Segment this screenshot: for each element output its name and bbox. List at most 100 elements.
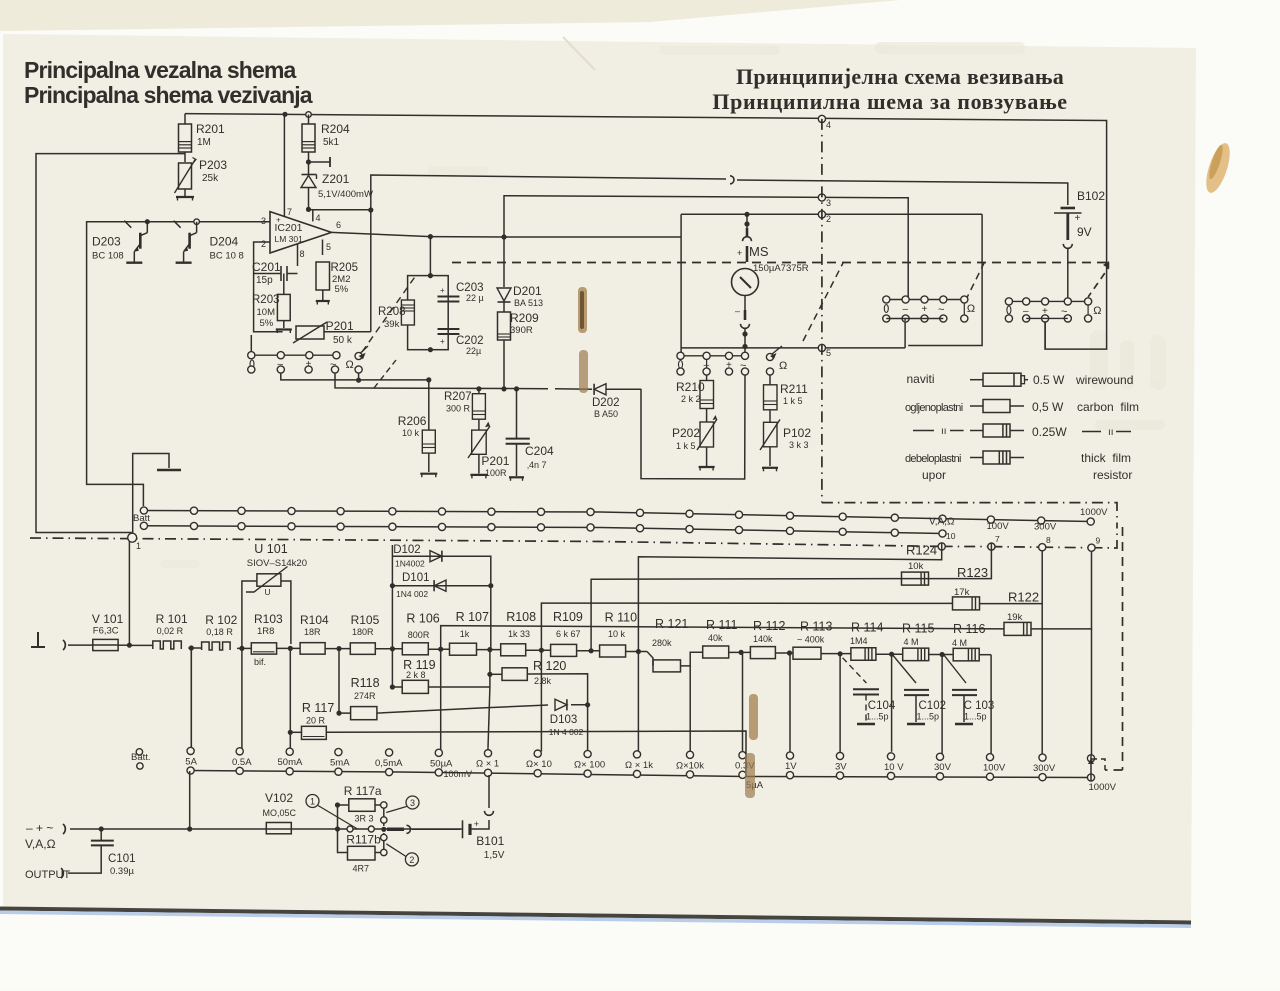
svg-text:Batt: Batt: [133, 513, 150, 524]
svg-text:10k: 10k: [908, 561, 924, 572]
svg-text:thick film: thick film: [1081, 451, 1131, 465]
svg-text:Ω× 100: Ω× 100: [574, 759, 605, 770]
svg-text:30V: 30V: [934, 762, 952, 773]
svg-text:F6,3C: F6,3C: [93, 626, 119, 637]
svg-text:1M4: 1M4: [850, 636, 868, 646]
svg-text:+: +: [726, 360, 732, 371]
svg-text:bif.: bif.: [254, 657, 266, 667]
svg-text:1k: 1k: [460, 629, 470, 639]
svg-text:0,5 W: 0,5 W: [1032, 400, 1064, 414]
svg-text:carbon film: carbon film: [1077, 400, 1139, 414]
svg-text:R211: R211: [780, 382, 808, 396]
svg-text:100V: 100V: [987, 521, 1010, 532]
svg-text:R 113: R 113: [800, 620, 832, 634]
svg-text:R 107: R 107: [456, 610, 489, 624]
svg-text:22 µ: 22 µ: [466, 293, 484, 303]
svg-text:P202: P202: [672, 426, 700, 440]
svg-text:LM 301: LM 301: [275, 234, 304, 244]
svg-text:18R: 18R: [304, 627, 321, 637]
svg-text:50mA: 50mA: [278, 757, 303, 768]
svg-text:– + ~: – + ~: [26, 821, 53, 835]
svg-text:BA 513: BA 513: [514, 298, 543, 308]
svg-text:+: +: [1042, 306, 1048, 317]
svg-text:R 111: R 111: [706, 618, 738, 632]
svg-text:P201: P201: [481, 454, 509, 468]
svg-text:1000V: 1000V: [1089, 782, 1117, 793]
svg-text:19k: 19k: [1007, 612, 1023, 623]
svg-text:+: +: [922, 304, 928, 315]
svg-text:R 121: R 121: [655, 617, 688, 631]
svg-text:C204: C204: [525, 444, 554, 458]
svg-text:0.5 W: 0.5 W: [1033, 373, 1065, 387]
svg-text:ıı: ıı: [1108, 427, 1114, 438]
svg-text:R204: R204: [321, 122, 350, 136]
svg-text:40k: 40k: [708, 633, 723, 643]
svg-text:1,5V: 1,5V: [484, 850, 505, 861]
svg-text:274R: 274R: [354, 691, 376, 701]
svg-text:R103: R103: [254, 612, 283, 626]
svg-text:+: +: [737, 248, 742, 258]
svg-text:4 M: 4 M: [952, 638, 967, 648]
svg-text:R206: R206: [398, 414, 427, 428]
svg-text:R108: R108: [506, 610, 536, 624]
svg-text:–: –: [1023, 306, 1029, 317]
svg-text:C 103: C 103: [964, 700, 995, 712]
svg-text:R 116: R 116: [953, 622, 985, 636]
svg-text:1: 1: [136, 541, 141, 551]
svg-text:5%: 5%: [260, 318, 274, 329]
svg-text:R105: R105: [351, 613, 380, 627]
svg-text:5,1V/400mW: 5,1V/400mW: [318, 189, 373, 200]
svg-text:50µA: 50µA: [430, 758, 453, 769]
svg-text:9V: 9V: [1077, 225, 1092, 239]
svg-text:~ 400k: ~ 400k: [797, 635, 825, 645]
svg-text:C202: C202: [456, 335, 484, 347]
svg-text:OUTPUT: OUTPUT: [25, 869, 71, 881]
svg-text:V,A,Ω: V,A,Ω: [929, 517, 955, 528]
svg-text:3V: 3V: [835, 761, 847, 772]
svg-text:~: ~: [938, 304, 944, 316]
svg-text:C101: C101: [108, 853, 136, 865]
svg-text:‚4n 7: ‚4n 7: [527, 460, 547, 470]
svg-text:U 101: U 101: [254, 542, 287, 556]
svg-text:100V: 100V: [983, 763, 1006, 774]
svg-text:R203: R203: [252, 294, 280, 306]
svg-text:6 k 67: 6 k 67: [556, 629, 581, 639]
svg-text:0,5mA: 0,5mA: [375, 758, 403, 769]
svg-text:Ω× 10: Ω× 10: [526, 759, 552, 770]
svg-text:IC201: IC201: [275, 222, 303, 234]
svg-text:39k: 39k: [384, 319, 400, 330]
svg-text:Batt.: Batt.: [131, 752, 151, 763]
svg-text:4R7: 4R7: [353, 864, 370, 874]
svg-text:D204: D204: [210, 235, 239, 249]
svg-text:0,18 R: 0,18 R: [206, 627, 233, 637]
svg-text:1 k 5: 1 k 5: [676, 441, 696, 451]
svg-text:R 110: R 110: [605, 611, 637, 625]
svg-text:1R8: 1R8: [257, 626, 274, 637]
svg-text:–: –: [278, 359, 284, 370]
svg-text:D101: D101: [402, 572, 430, 584]
svg-text:D103: D103: [550, 714, 578, 726]
svg-text:3: 3: [410, 798, 415, 808]
svg-text:~: ~: [1061, 306, 1067, 318]
svg-text:7: 7: [287, 207, 292, 217]
svg-text:2: 2: [261, 239, 266, 249]
svg-text:8: 8: [300, 249, 305, 259]
svg-text:Principalna vezalna shema: Principalna vezalna shema: [24, 57, 297, 83]
svg-text:100mV: 100mV: [444, 769, 473, 779]
svg-text:R209: R209: [510, 311, 539, 325]
svg-text:+: +: [1075, 213, 1081, 224]
svg-text:MO,05C: MO,05C: [263, 808, 297, 818]
svg-text:300 R: 300 R: [446, 404, 471, 414]
svg-text:10 k: 10 k: [402, 428, 420, 438]
svg-text:R 114: R 114: [851, 621, 883, 635]
svg-text:300V: 300V: [1034, 522, 1057, 533]
svg-text:ogljenoplastni: ogljenoplastni: [905, 402, 963, 414]
svg-text:B A50: B A50: [594, 409, 618, 419]
svg-text:R117b: R117b: [346, 833, 381, 847]
svg-text:BC 108: BC 108: [92, 251, 124, 262]
svg-text:4 M: 4 M: [904, 637, 919, 647]
svg-text:R109: R109: [553, 610, 583, 624]
svg-text:1k 33: 1k 33: [508, 629, 530, 639]
svg-text:R118: R118: [351, 676, 380, 690]
svg-text:1V: 1V: [785, 761, 797, 772]
